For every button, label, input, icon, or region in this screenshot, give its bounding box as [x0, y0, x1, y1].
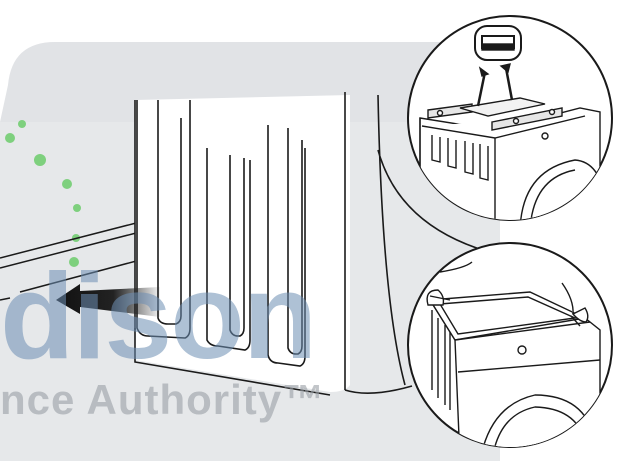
watermark-text-large: dison: [0, 248, 317, 384]
dryer-closeup: [134, 92, 501, 396]
watermark-dots: [5, 120, 81, 267]
arrow-icon: [56, 284, 160, 317]
base-rail: [0, 217, 151, 301]
watermark-text-small: nce Authority™: [0, 376, 326, 423]
bracket-detail-inset: [407, 15, 613, 221]
